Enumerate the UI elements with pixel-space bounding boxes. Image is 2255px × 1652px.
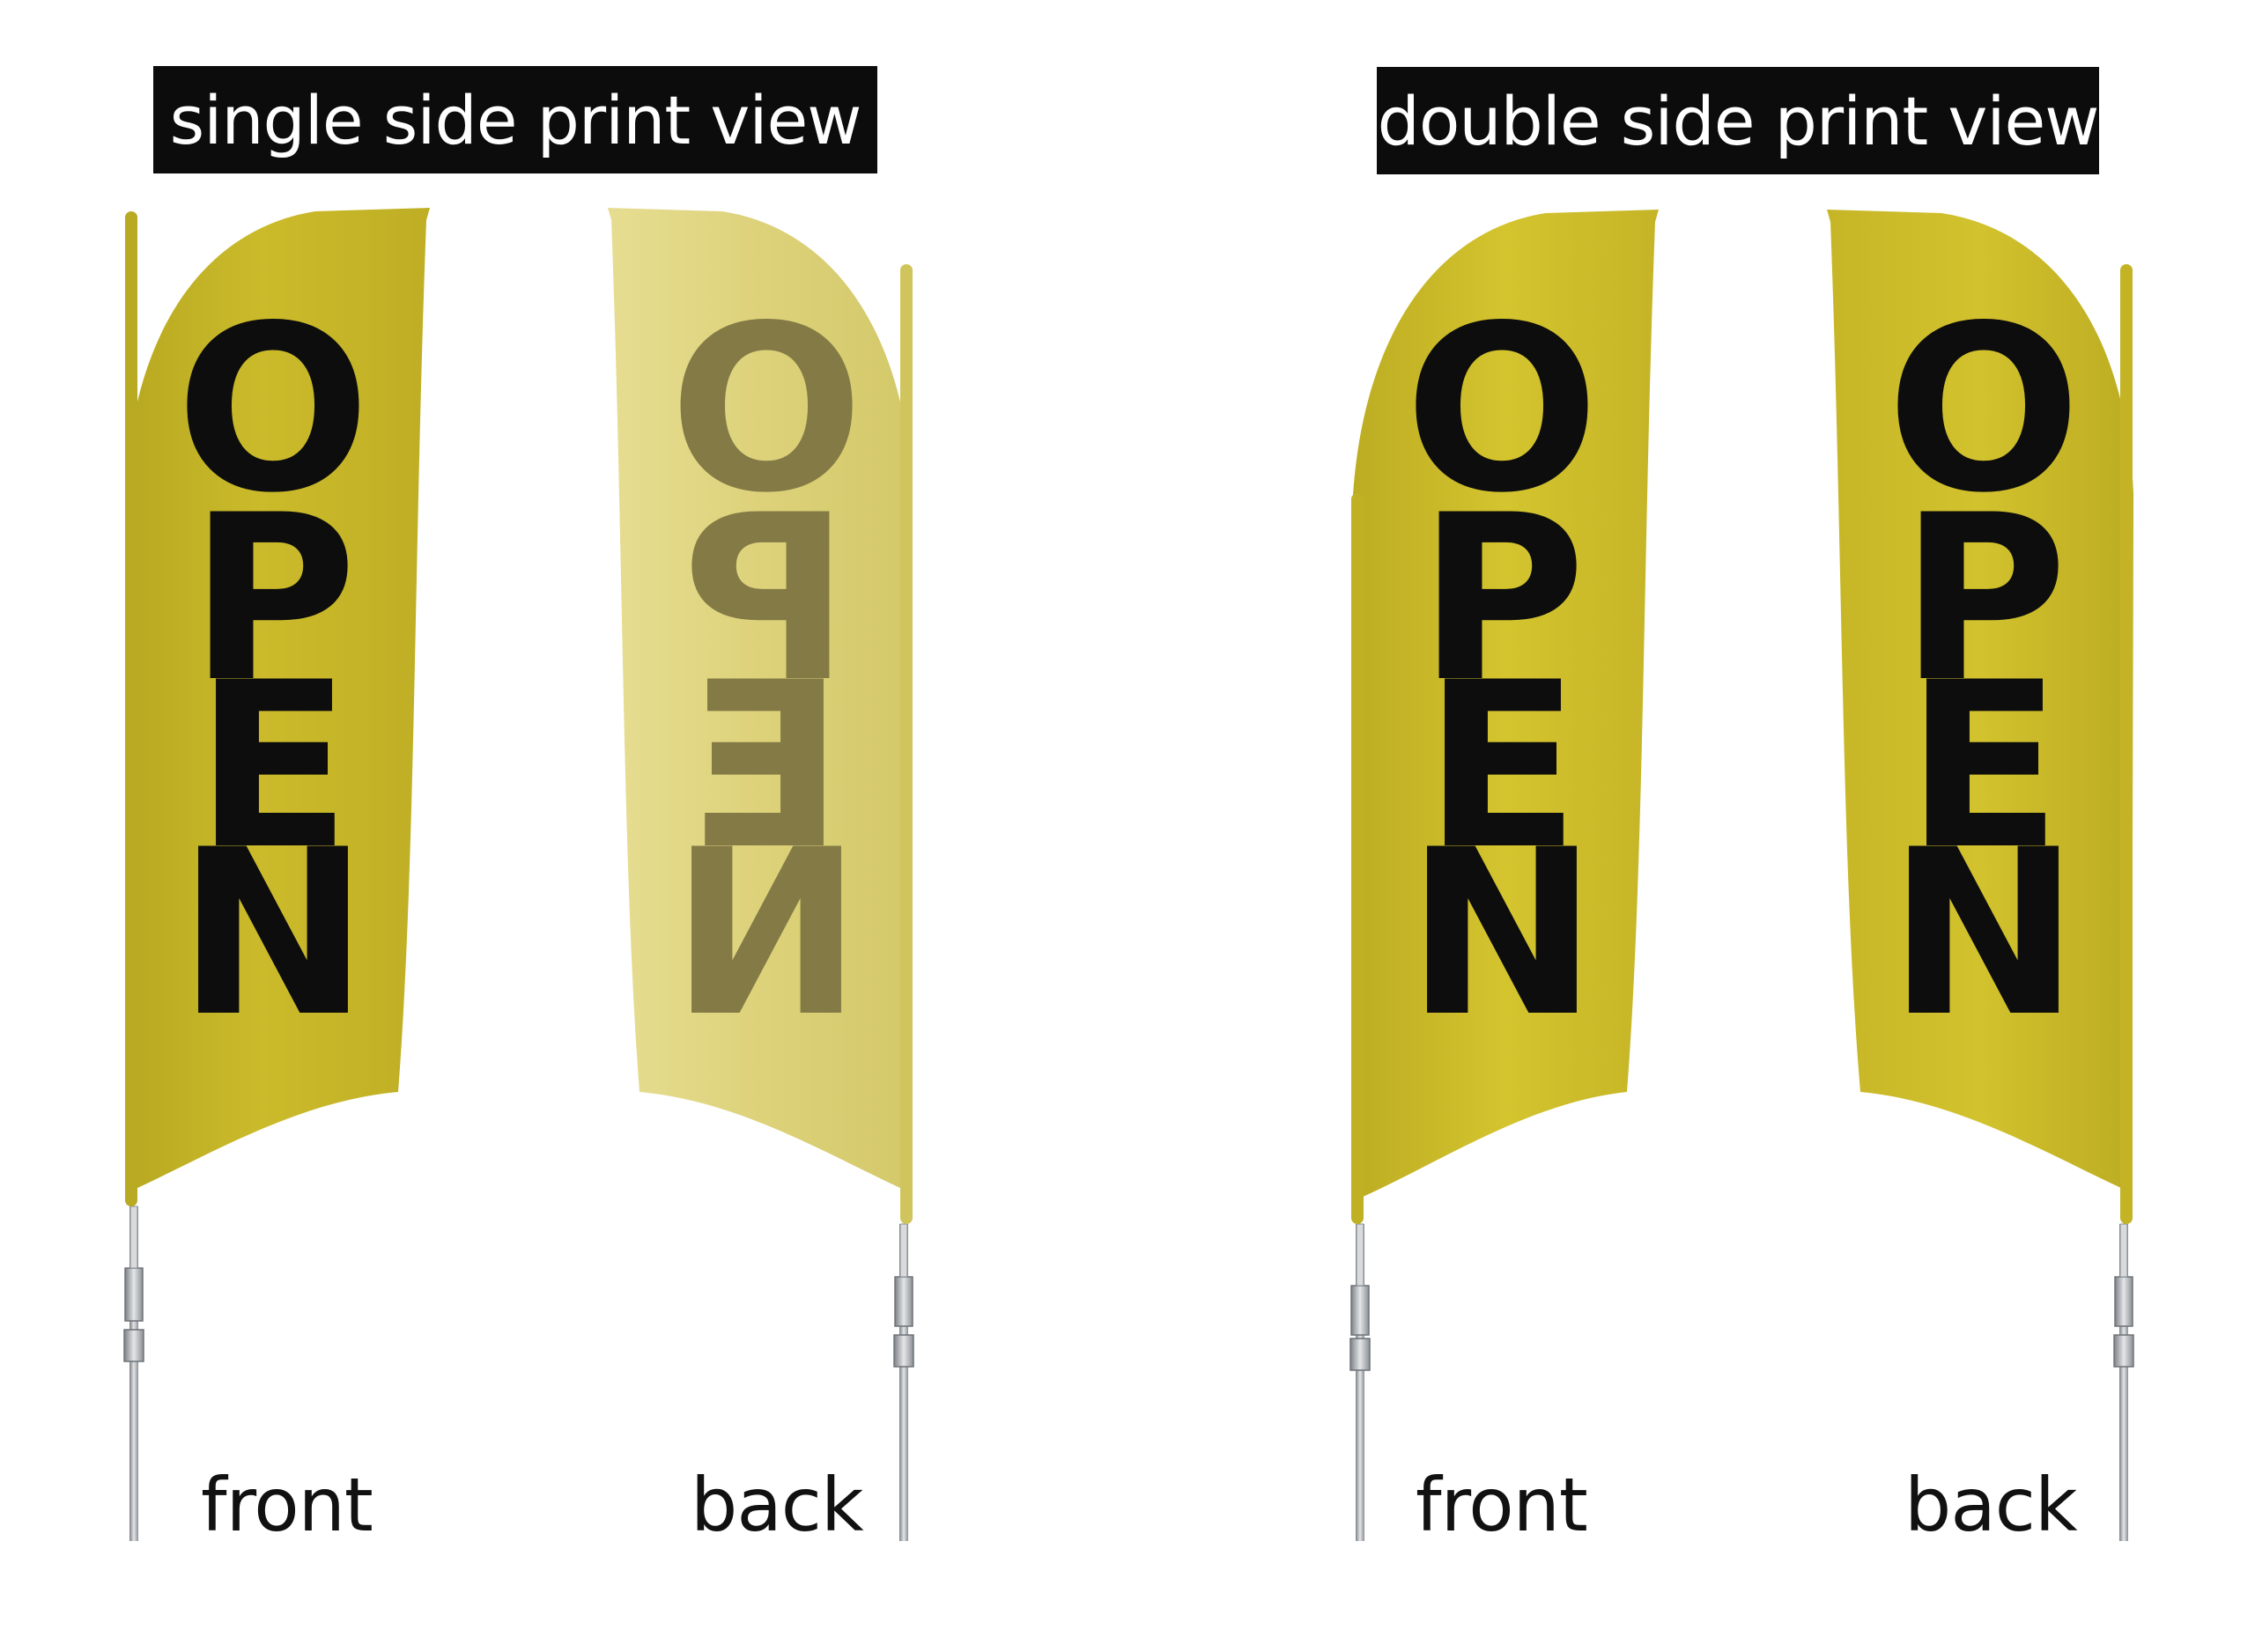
flag-pole: [893, 1223, 914, 1541]
flag-pole: [123, 1206, 144, 1541]
double-front-caption: front: [1416, 1462, 1588, 1548]
flag-fabric: [1827, 210, 2133, 1198]
flag-letter-e: E: [688, 634, 845, 900]
flag-letter-p: P: [189, 467, 358, 733]
flag-letter-o: O: [1404, 277, 1599, 543]
flag-pole-sleeve: [1351, 493, 1364, 1224]
double-side-header: double side print view: [1377, 67, 2099, 174]
flag-fabric: [608, 208, 913, 1198]
single-back-caption: back: [691, 1462, 864, 1548]
flag-fabric: [125, 208, 430, 1198]
flag-letter-e: E: [195, 634, 351, 900]
flag-letter-n: N: [1406, 801, 1598, 1067]
flag-letter-n: N: [670, 801, 862, 1067]
single-side-header-label: single side print view: [169, 80, 862, 159]
flag-letter-o: O: [1886, 277, 2081, 543]
flag-letter-e: E: [1423, 634, 1580, 900]
flag-letter-o: O: [669, 277, 863, 543]
flag-letter-n: N: [1888, 801, 2080, 1067]
flag-pole: [1349, 1223, 1371, 1541]
double-side-header-label: double side print view: [1377, 81, 2100, 160]
flag-pole: [2113, 1223, 2134, 1541]
flag-pole-sleeve: [125, 211, 137, 1206]
flag-fabric: [1352, 210, 1659, 1206]
flag-letter-p: P: [683, 467, 851, 733]
double-back-caption: back: [1904, 1462, 2078, 1548]
single-side-header: single side print view: [153, 66, 877, 173]
flag-letter-p: P: [1418, 467, 1586, 733]
flag-letter-n: N: [177, 801, 369, 1067]
flag-pole-sleeve: [2120, 264, 2133, 1224]
flag-letter-o: O: [175, 277, 370, 543]
flag-letter-p: P: [1900, 467, 2068, 733]
flag-pole-sleeve: [900, 264, 913, 1224]
single-front-caption: front: [201, 1462, 373, 1548]
flag-letter-e: E: [1905, 634, 2062, 900]
